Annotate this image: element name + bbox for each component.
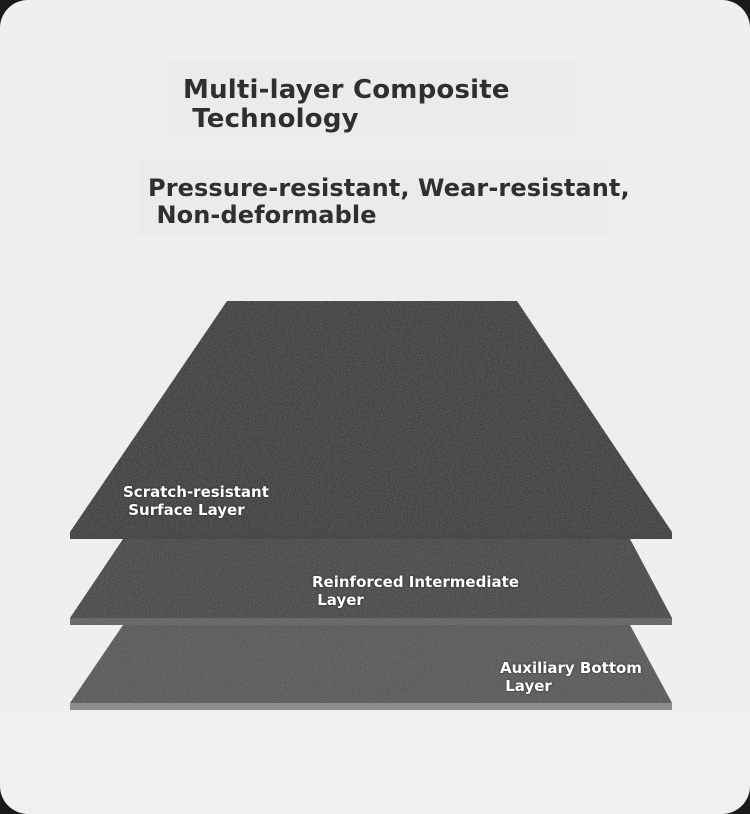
bottom-layer-edge bbox=[70, 703, 672, 710]
middle-layer-face bbox=[70, 539, 672, 618]
page-title: Multi-layer Composite Technology bbox=[183, 75, 510, 135]
top-layer-edge bbox=[70, 532, 672, 539]
bottom-layer-label: Auxiliary Bottom Layer bbox=[500, 659, 642, 695]
page-subtitle: Pressure-resistant, Wear-resistant, Non-… bbox=[148, 174, 630, 230]
intermediate-layer-label: Reinforced Intermediate Layer bbox=[312, 573, 519, 609]
middle-layer-edge bbox=[70, 618, 672, 625]
title-backdrop bbox=[168, 62, 576, 136]
surface-layer-label: Scratch-resistant Surface Layer bbox=[123, 483, 269, 519]
top-layer-face bbox=[70, 301, 672, 532]
bottom-layer-face bbox=[70, 625, 672, 703]
subtitle-backdrop bbox=[138, 160, 608, 236]
